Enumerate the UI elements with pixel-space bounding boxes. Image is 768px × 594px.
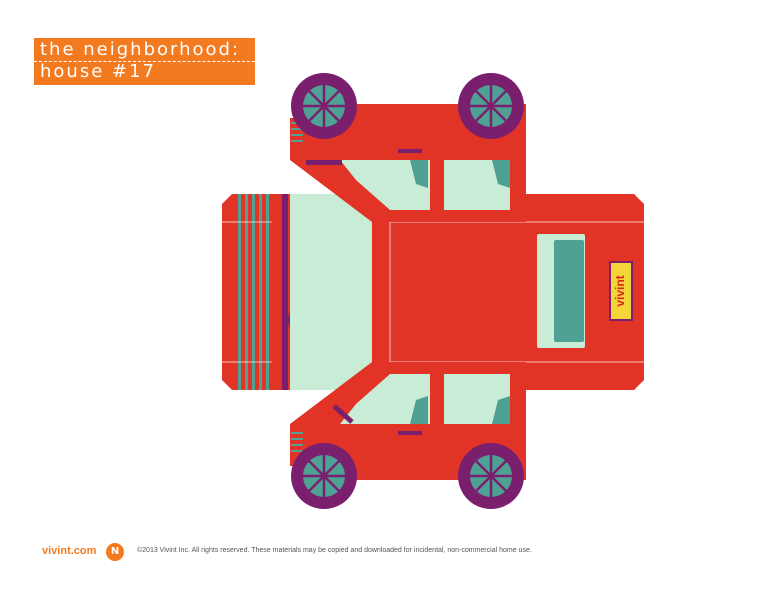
- vivint-sticker: vivint: [609, 261, 633, 321]
- vivint-sticker-text: vivint: [613, 275, 627, 306]
- front-flap: vivint: [526, 194, 644, 390]
- wheel-top-right: [458, 73, 524, 139]
- roof-panel: [290, 194, 526, 390]
- title-line-1: the neighborhood:: [40, 39, 241, 60]
- wheel-bottom-right: [458, 443, 524, 509]
- neighborhood-badge-icon: N: [106, 543, 124, 561]
- top-side-panel: [290, 104, 526, 222]
- footer: vivint.com N ©2013 Vivint Inc. All right…: [42, 543, 742, 563]
- title-box: the neighborhood: house #17: [34, 38, 255, 85]
- wheel-top-left: [291, 73, 357, 139]
- bottom-side-panel: [290, 362, 526, 480]
- title-divider: [34, 61, 255, 62]
- left-flap: [222, 194, 272, 390]
- wheel-bottom-left: [291, 443, 357, 509]
- title-line-2: house #17: [40, 61, 156, 82]
- copyright-notice: ©2013 Vivint Inc. All rights reserved. T…: [137, 547, 532, 554]
- vivint-logo: vivint.com: [42, 545, 97, 557]
